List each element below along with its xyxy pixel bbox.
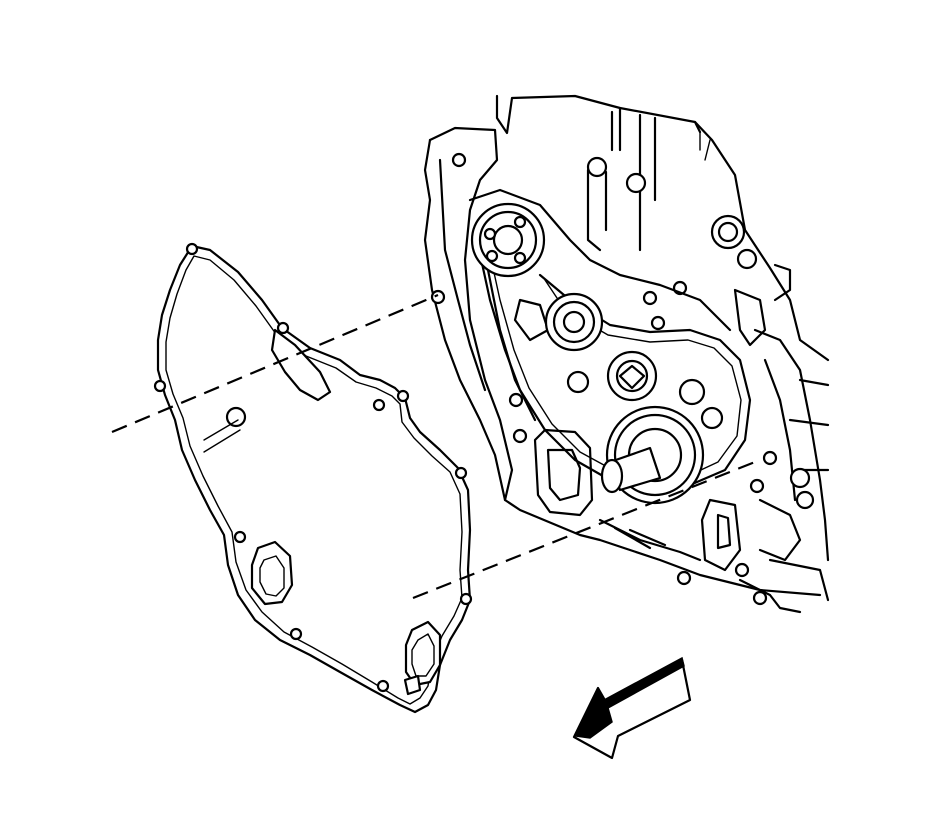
camshaft-sprocket-intake bbox=[470, 202, 546, 278]
view-direction-arrow bbox=[572, 656, 692, 760]
crankshaft-sprocket bbox=[600, 405, 705, 505]
front-cover-gasket bbox=[153, 242, 473, 714]
camshaft-sprocket-exhaust bbox=[544, 292, 604, 352]
engine-block bbox=[423, 94, 830, 614]
alignment-lines bbox=[111, 293, 761, 600]
timing-chain bbox=[476, 243, 752, 492]
balance-shaft-sprocket bbox=[566, 350, 724, 430]
